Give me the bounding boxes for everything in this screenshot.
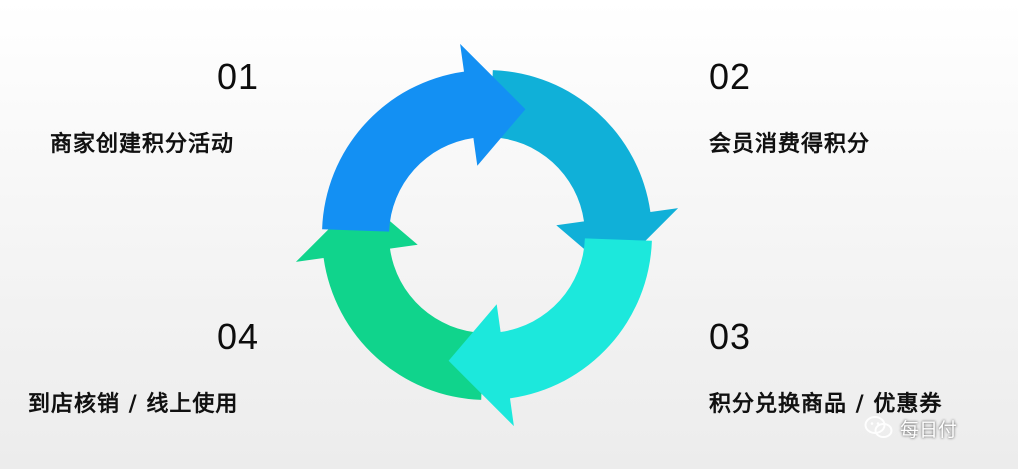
step-1-label: 商家创建积分活动 (50, 132, 235, 157)
step-1-number: 01 (217, 56, 260, 97)
step-4-label: 到店核销 / 线上使用 (28, 392, 239, 417)
step-2-number: 02 (709, 56, 752, 97)
cycle-arrow-2 (490, 70, 679, 274)
step-4-number: 04 (217, 316, 260, 357)
step-3-number: 03 (709, 316, 752, 357)
cycle-arrow-3 (448, 238, 652, 427)
watermark: 每日付 (864, 415, 957, 441)
watermark-text: 每日付 (900, 418, 958, 441)
cycle-arrow-1 (322, 43, 526, 232)
cycle-arrow-4 (295, 196, 484, 400)
step-3-label: 积分兑换商品 / 优惠券 (709, 392, 943, 417)
wechat-icon (864, 416, 893, 438)
step-2-label: 会员消费得积分 (709, 132, 871, 157)
